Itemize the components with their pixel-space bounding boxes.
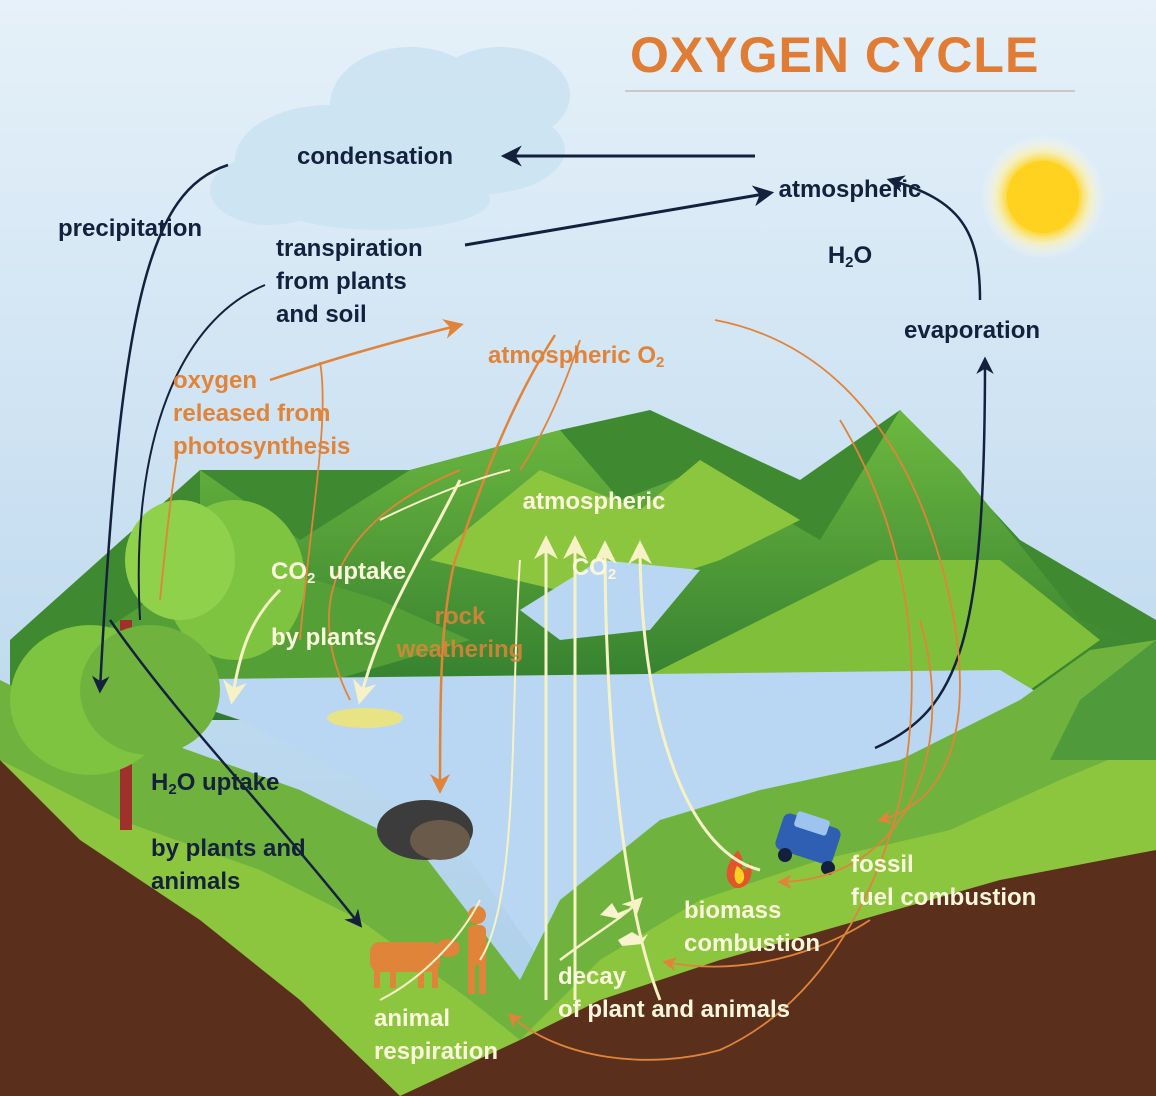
- soil-left: [0, 760, 400, 1096]
- cliff-right: [1050, 640, 1156, 760]
- fire-icon: [726, 850, 752, 889]
- label-evaporation: evaporation: [904, 317, 1041, 344]
- cow-icon: [370, 939, 460, 988]
- lake: [120, 670, 1050, 960]
- co2-c: CO: [571, 554, 608, 581]
- label-atmospheric-co2-line1: atmospheric: [522, 488, 666, 515]
- o2-sub: 2: [656, 354, 665, 371]
- label-atmospheric-o2-text: atmospheric O: [488, 342, 657, 369]
- label-biomass-combustion: biomass combustion: [684, 897, 820, 957]
- label-atmospheric-co2: atmospheric CO2: [508, 452, 680, 584]
- cloud-icon: [210, 47, 570, 230]
- label-condensation: condensation: [297, 143, 454, 170]
- co2-uptake-sub: 2: [307, 570, 316, 587]
- co2-uptake-line2: by plants: [271, 624, 377, 651]
- h2o-o: O: [853, 242, 873, 269]
- river: [520, 560, 700, 640]
- car-icon: [775, 811, 841, 875]
- label-rock-weathering: rock weathering: [396, 603, 524, 663]
- h2o-h: H: [827, 242, 846, 269]
- label-oxygen-released: oxygen released from photosynthesis: [173, 367, 351, 460]
- label-h2o-uptake: H2O uptake by plants and animals: [151, 733, 306, 898]
- tree-icon: [10, 500, 305, 830]
- label-atmospheric-o2: atmospheric O2: [488, 306, 664, 372]
- glow: [327, 708, 403, 728]
- cave-icon: [377, 800, 473, 860]
- co2-arrows: [223, 469, 761, 1001]
- co2-uptake-c: CO: [271, 558, 307, 585]
- sun-icon: [981, 135, 1105, 259]
- label-decay: decay of plant and animals: [558, 963, 791, 1023]
- oxygen-arrows: [159, 319, 961, 1061]
- co2-sub: 2: [607, 566, 617, 583]
- co2-uptake-word: uptake: [315, 558, 407, 585]
- title-rule: [625, 90, 1075, 92]
- label-co2-uptake: CO2 uptake by plants: [271, 522, 406, 654]
- label-transpiration: transpiration from plants and soil: [276, 235, 423, 328]
- label-atmospheric-h2o-line1: atmospheric: [778, 176, 922, 203]
- h2o-uptake-rest: by plants and animals: [151, 835, 306, 895]
- h2o-sub: 2: [845, 254, 854, 271]
- person-icon: [468, 906, 486, 994]
- water-cycle-arrows: [91, 145, 994, 928]
- h2o-uptake-h: H: [151, 769, 169, 796]
- h2o-uptake-word: O uptake: [176, 769, 280, 796]
- soil-right: [400, 850, 1156, 1096]
- label-atmospheric-h2o: atmospheric H2O: [765, 140, 935, 272]
- page-title: OXYGEN CYCLE: [630, 27, 1040, 83]
- label-fossil-fuel-combustion: fossil fuel combustion: [851, 851, 1037, 911]
- h2o-uptake-sub: 2: [168, 781, 177, 798]
- label-animal-respiration: animal respiration: [374, 1005, 499, 1065]
- label-precipitation: precipitation: [58, 215, 203, 242]
